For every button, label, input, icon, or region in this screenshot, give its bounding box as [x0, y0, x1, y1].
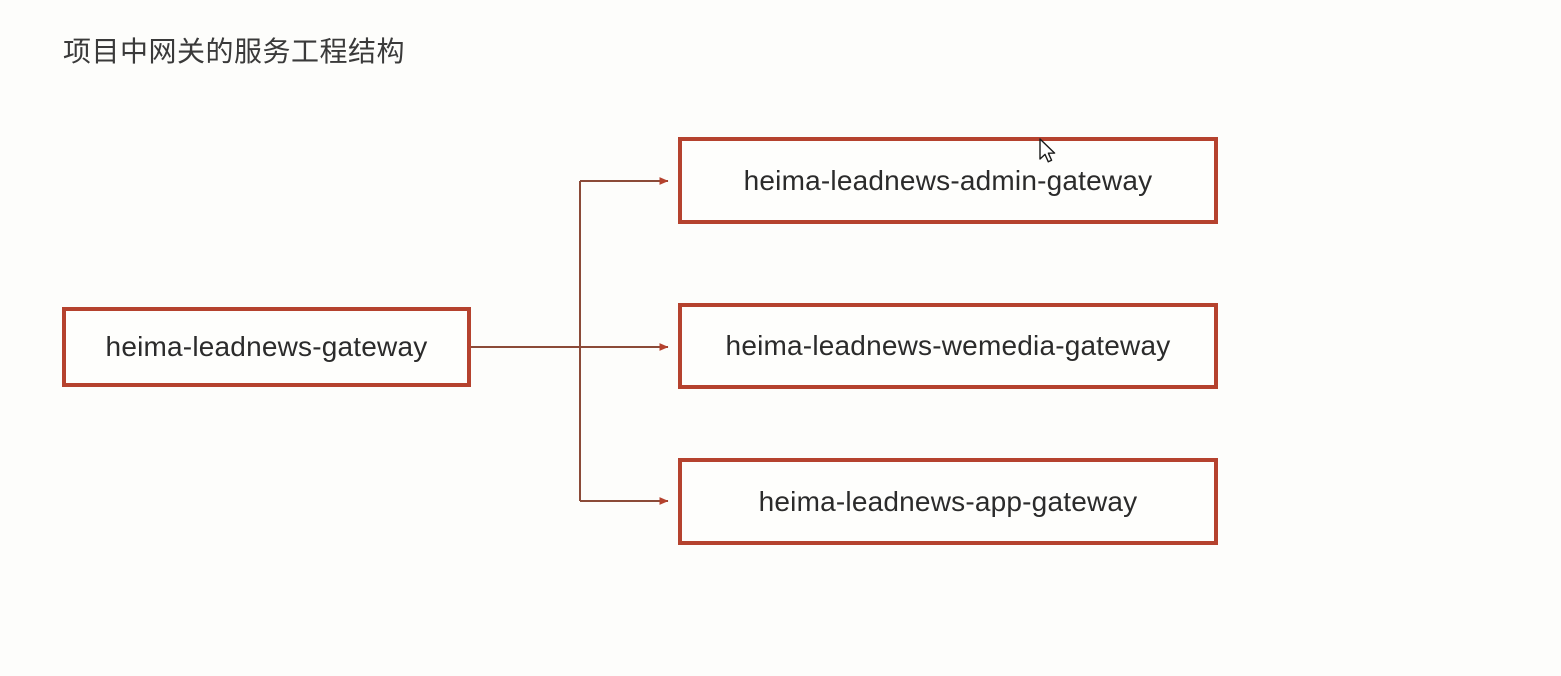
node-heima-leadnews-wemedia-gateway[interactable]: heima-leadnews-wemedia-gateway	[678, 303, 1218, 389]
node-label: heima-leadnews-admin-gateway	[743, 164, 1153, 196]
node-heima-leadnews-gateway[interactable]: heima-leadnews-gateway	[62, 307, 471, 387]
node-label: heima-leadnews-wemedia-gateway	[725, 330, 1171, 361]
node-label: heima-leadnews-app-gateway	[758, 485, 1138, 517]
page-title: 项目中网关的服务工程结构	[63, 36, 406, 67]
node-label: heima-leadnews-gateway	[105, 331, 428, 362]
arrow-pointer-icon	[1039, 138, 1056, 163]
node-heima-leadnews-admin-gateway[interactable]: heima-leadnews-admin-gateway	[678, 137, 1218, 224]
node-heima-leadnews-app-gateway[interactable]: heima-leadnews-app-gateway	[678, 458, 1218, 545]
